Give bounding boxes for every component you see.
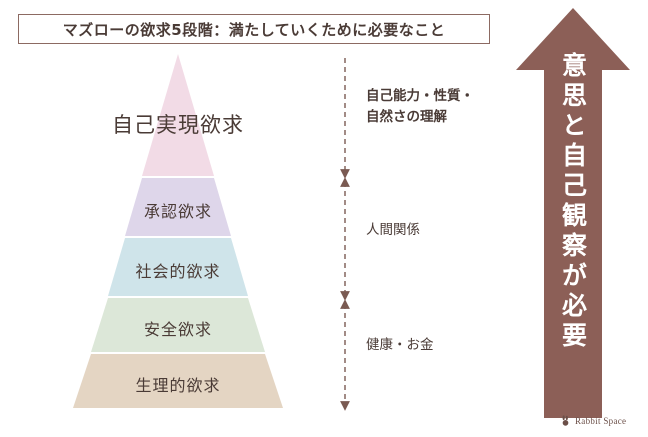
footer-brand: Rabbit Space xyxy=(560,415,626,426)
annotation-self-actualization: 自己能力・性質・ 自然さの理解 xyxy=(366,88,474,125)
upward-arrow-icon xyxy=(516,8,630,418)
footer-brand-label: Rabbit Space xyxy=(575,415,627,426)
big-upward-arrow: 意思と自己観察が必要 xyxy=(512,8,634,420)
pyramid-tier-1-shape xyxy=(73,354,283,408)
pyramid-tier-5-shape xyxy=(142,54,214,176)
annotation-health-money: 健康・お金 xyxy=(366,337,434,353)
pyramid-tier-3-shape xyxy=(108,238,248,296)
pyramid-shapes xyxy=(73,54,283,408)
big-arrow-text-wrap: 意思と自己観察が必要 xyxy=(512,52,634,404)
pyramid-tier-4-shape xyxy=(125,178,231,236)
diagram-title-box: マズローの欲求5段階：満たしていくために必要なこと xyxy=(18,14,490,44)
pyramid-tier-2-shape xyxy=(91,298,265,352)
annotation-relationships: 人間関係 xyxy=(366,222,420,238)
big-arrow-label: 意思と自己観察が必要 xyxy=(558,52,588,352)
maslow-pyramid: 自己実現欲求 承認欲求 社会的欲求 安全欲求 生理的欲求 xyxy=(18,52,338,410)
rabbit-logo-icon xyxy=(562,415,569,426)
annotation-arrow-rail xyxy=(340,58,350,411)
page-title: マズローの欲求5段階：満たしていくために必要なこと xyxy=(62,20,446,39)
